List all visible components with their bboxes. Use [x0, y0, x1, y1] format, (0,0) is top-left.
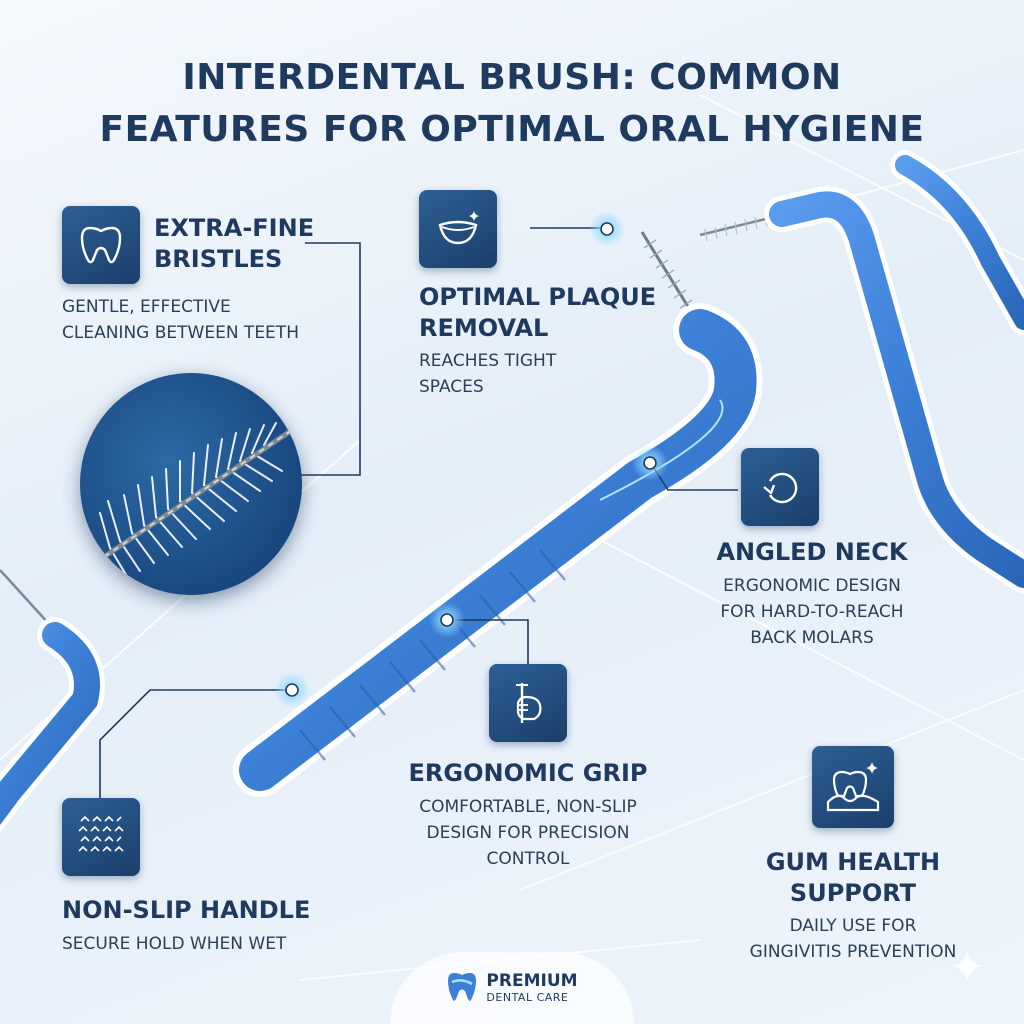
neck-description: ERGONOMIC DESIGN FOR HARD-TO-REACH BACK …	[662, 573, 962, 651]
neck-desc-line-2: FOR HARD-TO-REACH	[720, 602, 904, 622]
bristles-heading-line-1: EXTRA-FINE	[154, 214, 315, 242]
handle-description: SECURE HOLD WHEN WET	[62, 934, 287, 954]
plaque-desc-line-2: SPACES	[419, 377, 484, 397]
gum-description: DAILY USE FOR GINGIVITIS PREVENTION	[740, 913, 966, 965]
handle-icon-box	[62, 798, 140, 876]
gum-heading-line-2: SUPPORT	[789, 879, 917, 907]
brush-left-edge	[0, 569, 105, 834]
neck-heading: ANGLED NECK	[716, 538, 908, 566]
page-title: INTERDENTAL BRUSH: COMMON FEATURES FOR O…	[0, 52, 1024, 156]
bristles-desc-line-1: GENTLE, EFFECTIVE	[62, 297, 231, 317]
bristles-heading-line-2: BRISTLES	[154, 245, 283, 273]
brand-badge: PREMIUM DENTAL CARE	[390, 952, 634, 1024]
bristles-icon-box	[62, 206, 140, 284]
title-line-2: FEATURES FOR OPTIMAL ORAL HYGIENE	[99, 109, 925, 150]
brush-right-upper	[699, 186, 1024, 593]
brand-text: PREMIUM DENTAL CARE	[486, 970, 578, 1005]
grip-desc-line-2: DESIGN FOR PRECISION	[426, 823, 630, 843]
gum-heading: GUM HEALTH SUPPORT	[740, 847, 966, 909]
bristles-description: GENTLE, EFFECTIVE CLEANING BETWEEN TEETH	[62, 294, 299, 346]
bristles-desc-line-2: CLEANING BETWEEN TEETH	[62, 323, 299, 343]
plaque-heading-line-1: OPTIMAL PLAQUE	[419, 283, 657, 311]
bristle-closeup-image	[80, 373, 302, 595]
gum-desc-line-2: GINGIVITIS PREVENTION	[749, 942, 957, 962]
tooth-logo-icon	[448, 973, 477, 1001]
grip-icon-box	[489, 664, 567, 742]
tooth-icon	[80, 226, 122, 264]
texture-pattern-icon	[78, 815, 124, 852]
plaque-description: REACHES TIGHT SPACES	[419, 348, 556, 400]
brand-name: PREMIUM	[486, 970, 578, 991]
gum-heading-line-1: GUM HEALTH	[765, 848, 941, 876]
neck-icon-box	[741, 448, 819, 526]
brand-tagline: DENTAL CARE	[486, 990, 569, 1004]
neck-desc-line-1: ERGONOMIC DESIGN	[723, 576, 901, 596]
grip-desc-line-1: COMFORTABLE, NON-SLIP	[419, 797, 637, 817]
plaque-desc-line-1: REACHES TIGHT	[419, 351, 557, 371]
brush-right-lower	[890, 150, 1024, 335]
neck-desc-line-3: BACK MOLARS	[750, 628, 874, 648]
handle-heading: NON-SLIP HANDLE	[62, 896, 311, 924]
bristles-heading: EXTRA-FINE BRISTLES	[154, 213, 314, 275]
gum-tooth-sparkle-icon	[826, 762, 880, 812]
callout-lines	[99, 227, 738, 798]
smile-icon	[438, 211, 479, 245]
callout-nodes	[274, 211, 668, 708]
plaque-heading: OPTIMAL PLAQUE REMOVAL	[419, 282, 656, 344]
plaque-icon-box	[419, 190, 497, 268]
gum-icon-box	[812, 746, 894, 828]
sparkle-icon	[951, 950, 983, 982]
gum-desc-line-1: DAILY USE FOR	[789, 916, 917, 936]
grip-desc-line-3: CONTROL	[486, 849, 570, 869]
hand-grip-icon	[516, 683, 542, 723]
grip-description: COMFORTABLE, NON-SLIP DESIGN FOR PRECISI…	[380, 794, 676, 872]
plaque-heading-line-2: REMOVAL	[419, 314, 549, 342]
grip-heading: ERGONOMIC GRIP	[408, 759, 648, 787]
title-line-1: INTERDENTAL BRUSH: COMMON	[182, 57, 842, 98]
rotate-arrow-icon	[763, 472, 798, 504]
